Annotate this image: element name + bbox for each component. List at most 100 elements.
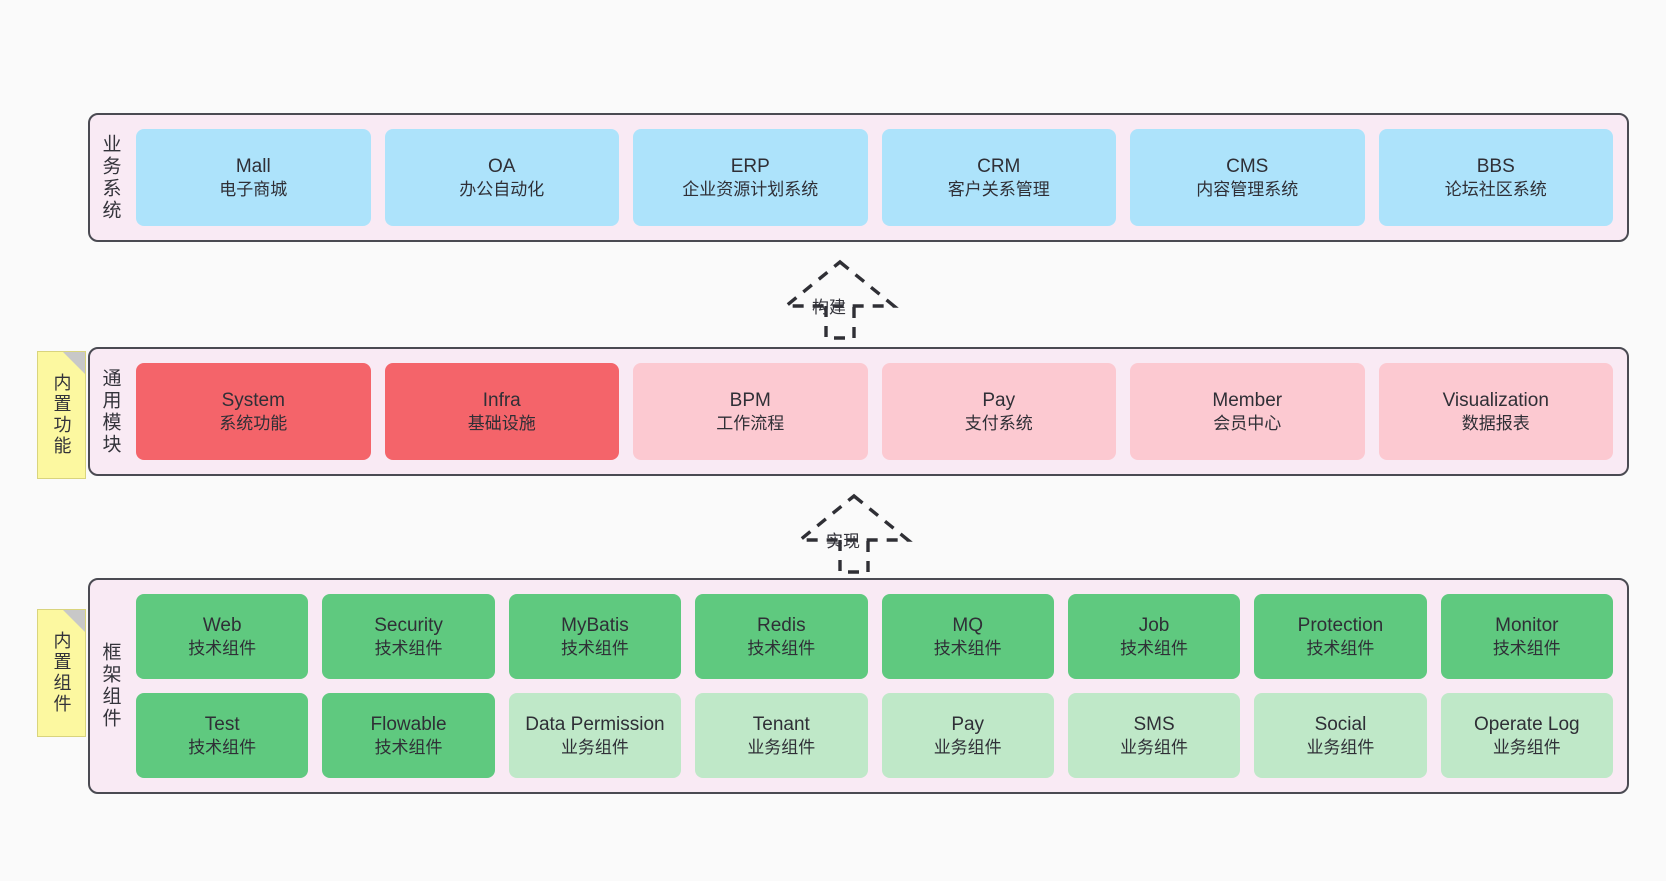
node-erp[interactable]: ERP 企业资源计划系统 (633, 129, 868, 226)
node-title-en: CMS (1226, 156, 1269, 177)
node-title-cn: 技术组件 (747, 638, 816, 658)
node-crm[interactable]: CRM 客户关系管理 (881, 129, 1116, 226)
node-oa[interactable]: OA 办公自动化 (384, 129, 619, 226)
connector-build-arrow: 构建 (754, 258, 914, 348)
node-title-en: Operate Log (1473, 714, 1580, 735)
node-title-cn: 客户关系管理 (947, 179, 1050, 199)
node-title-en: Job (1138, 615, 1170, 636)
layer-title-business-systems: 业务系统 (99, 133, 121, 222)
node-flowable[interactable]: Flowable 技术组件 (322, 693, 495, 778)
note-fold-corner-icon (63, 352, 85, 374)
node-title-en: MQ (952, 615, 983, 636)
node-row: Mall 电子商城 OA 办公自动化 ERP 企业资源计划系统 CRM 客户关系… (136, 129, 1613, 226)
node-title-cn: 技术组件 (374, 638, 443, 658)
sticky-note-label: 内置组件 (51, 631, 72, 715)
node-pay-module[interactable]: Pay 支付系统 (881, 363, 1116, 460)
layer-common-modules: 通用模块 System 系统功能 Infra 基础设施 BPM 工作流程 Pay… (88, 347, 1629, 476)
layer-framework-components: 框架组件 Web 技术组件 Security 技术组件 MyBatis 技术组件… (88, 578, 1629, 794)
node-data-permission[interactable]: Data Permission 业务组件 (508, 693, 682, 778)
node-redis[interactable]: Redis 技术组件 (695, 594, 868, 679)
layer-title-common-modules: 通用模块 (99, 367, 121, 456)
node-title-cn: 技术组件 (374, 737, 443, 757)
node-web[interactable]: Web 技术组件 (136, 594, 309, 679)
node-security[interactable]: Security 技术组件 (322, 594, 495, 679)
node-title-en: SMS (1133, 714, 1175, 735)
node-title-en: Protection (1297, 615, 1384, 636)
connector-implement-arrow: 实现 (768, 492, 928, 582)
node-job[interactable]: Job 技术组件 (1067, 594, 1241, 679)
node-title-en: System (221, 390, 285, 411)
node-title-en: BPM (729, 390, 771, 411)
node-title-en: Pay (951, 714, 985, 735)
sticky-note-label: 内置功能 (51, 373, 72, 457)
node-title-cn: 工作流程 (716, 413, 785, 433)
node-visualization[interactable]: Visualization 数据报表 (1378, 363, 1613, 460)
node-infra[interactable]: Infra 基础设施 (384, 363, 619, 460)
node-title-en: Redis (757, 615, 806, 636)
node-title-en: Social (1314, 714, 1367, 735)
node-title-cn: 办公自动化 (459, 179, 545, 199)
generalization-arrow-icon (795, 493, 913, 574)
node-title-en: ERP (730, 156, 770, 177)
node-title-cn: 业务组件 (747, 737, 816, 757)
layer-body-common-modules: System 系统功能 Infra 基础设施 BPM 工作流程 Pay 支付系统… (130, 349, 1627, 474)
node-title-en: Tenant (752, 714, 810, 735)
node-title-en: Mall (235, 156, 271, 177)
layer-body-business-systems: Mall 电子商城 OA 办公自动化 ERP 企业资源计划系统 CRM 客户关系… (130, 115, 1627, 240)
node-title-en: Pay (982, 390, 1016, 411)
node-title-en: MyBatis (561, 615, 629, 636)
node-title-cn: 业务组件 (1120, 737, 1189, 757)
node-sms[interactable]: SMS 业务组件 (1067, 693, 1241, 778)
node-title-en: Test (204, 714, 240, 735)
sticky-note-builtin-features: 内置功能 (37, 351, 86, 479)
node-title-en: Data Permission (525, 714, 665, 735)
node-title-cn: 技术组件 (188, 737, 257, 757)
node-title-cn: 论坛社区系统 (1444, 179, 1547, 199)
node-protection[interactable]: Protection 技术组件 (1254, 594, 1427, 679)
sticky-note-builtin-components: 内置组件 (37, 609, 86, 737)
node-tenant[interactable]: Tenant 业务组件 (695, 693, 868, 778)
node-title-en: Flowable (370, 714, 447, 735)
node-title-cn: 支付系统 (964, 413, 1033, 433)
node-test[interactable]: Test 技术组件 (136, 693, 309, 778)
node-title-cn: 技术组件 (1306, 638, 1375, 658)
node-system[interactable]: System 系统功能 (136, 363, 371, 460)
node-title-cn: 系统功能 (219, 413, 288, 433)
node-title-cn: 业务组件 (1492, 737, 1561, 757)
node-bpm[interactable]: BPM 工作流程 (633, 363, 868, 460)
node-title-en: BBS (1476, 156, 1515, 177)
node-monitor[interactable]: Monitor 技术组件 (1440, 594, 1613, 679)
connector-implement-label: 实现 (826, 532, 860, 551)
connector-build-label: 构建 (812, 298, 846, 317)
node-social[interactable]: Social 业务组件 (1254, 693, 1427, 778)
node-title-cn: 数据报表 (1461, 413, 1530, 433)
node-title-cn: 基础设施 (467, 413, 536, 433)
node-row: System 系统功能 Infra 基础设施 BPM 工作流程 Pay 支付系统… (136, 363, 1613, 460)
node-mybatis[interactable]: MyBatis 技术组件 (508, 594, 682, 679)
node-title-cn: 技术组件 (1120, 638, 1189, 658)
node-title-cn: 技术组件 (560, 638, 629, 658)
node-mq[interactable]: MQ 技术组件 (881, 594, 1054, 679)
node-row-tech: Web 技术组件 Security 技术组件 MyBatis 技术组件 Redi… (136, 594, 1613, 679)
node-title-cn: 技术组件 (188, 638, 257, 658)
node-bbs[interactable]: BBS 论坛社区系统 (1378, 129, 1613, 226)
node-row-business: Test 技术组件 Flowable 技术组件 Data Permission … (136, 693, 1613, 778)
layer-title-framework-components: 框架组件 (99, 642, 121, 730)
node-title-en: Infra (482, 390, 521, 411)
node-title-en: OA (488, 156, 516, 177)
note-fold-corner-icon (63, 610, 85, 632)
node-title-cn: 企业资源计划系统 (682, 179, 819, 199)
node-operate-log[interactable]: Operate Log 业务组件 (1440, 693, 1613, 778)
node-mall[interactable]: Mall 电子商城 (136, 129, 371, 226)
node-title-cn: 技术组件 (933, 638, 1002, 658)
node-member[interactable]: Member 会员中心 (1130, 363, 1365, 460)
node-title-cn: 业务组件 (933, 737, 1002, 757)
generalization-arrow-icon (781, 259, 899, 340)
node-title-en: Visualization (1442, 390, 1549, 411)
node-title-cn: 业务组件 (560, 737, 629, 757)
node-pay-component[interactable]: Pay 业务组件 (881, 693, 1054, 778)
node-title-en: Member (1212, 390, 1283, 411)
node-cms[interactable]: CMS 内容管理系统 (1130, 129, 1365, 226)
node-title-cn: 会员中心 (1213, 413, 1282, 433)
